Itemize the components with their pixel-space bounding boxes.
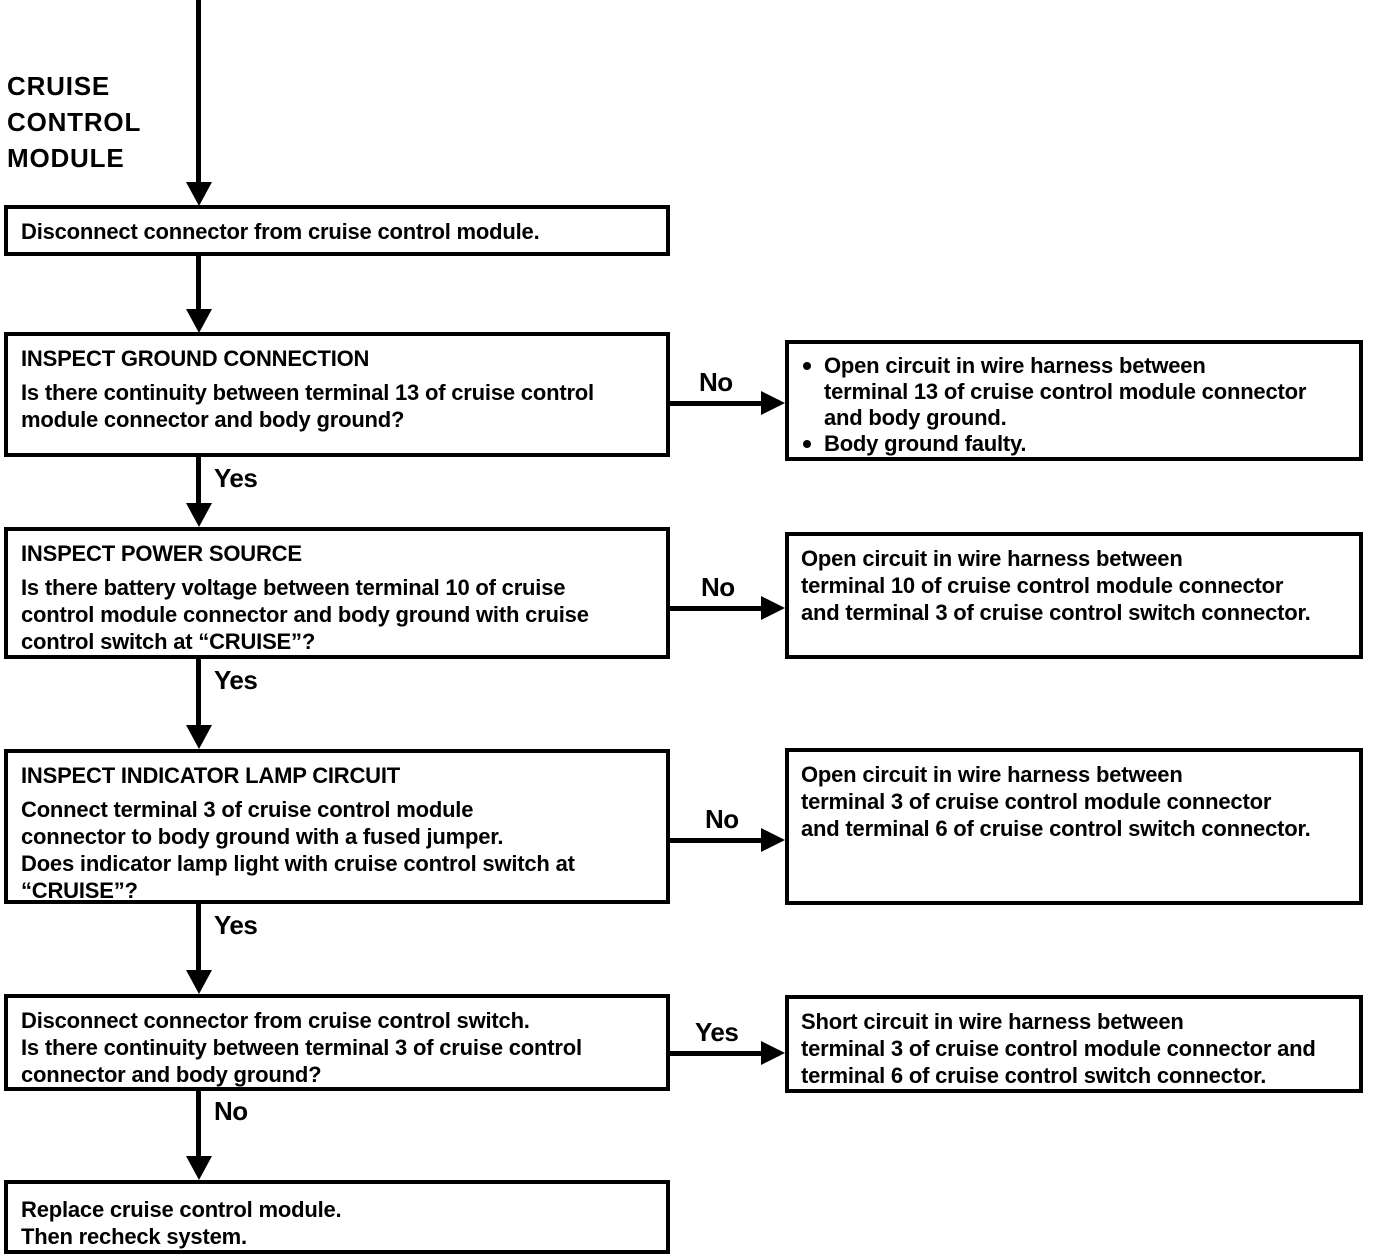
- step-text-line: connector and body ground?: [21, 1062, 322, 1087]
- step-title: INSPECT POWER SOURCE: [21, 541, 302, 566]
- bullet-icon: [803, 440, 811, 448]
- step-box-disconnect-module: Disconnect connector from cruise control…: [4, 205, 670, 256]
- result-text-line: terminal 3 of cruise control module conn…: [801, 789, 1272, 814]
- flow-line-vertical: [196, 904, 201, 971]
- yes-label: Yes: [214, 665, 258, 695]
- branch-line: [670, 606, 765, 611]
- result-bullet: Body ground faulty.: [801, 431, 1347, 457]
- step-text-line: “CRUISE”?: [21, 878, 138, 903]
- step-text-line: Disconnect connector from cruise control…: [21, 1008, 530, 1033]
- step-box-replace-module: Replace cruise control module. Then rech…: [4, 1180, 670, 1254]
- result-text-line: and terminal 6 of cruise control switch …: [801, 816, 1311, 841]
- flow-line-vertical: [196, 457, 201, 504]
- right-arrow-icon: [761, 1041, 785, 1065]
- diagram-title: CRUISE CONTROL MODULE: [7, 68, 141, 176]
- result-box-indicator-lamp: Open circuit in wire harness between ter…: [785, 748, 1363, 905]
- right-arrow-icon: [761, 391, 785, 415]
- no-label: No: [701, 572, 735, 602]
- branch-line: [670, 1051, 765, 1056]
- step-text-line: Is there continuity between terminal 3 o…: [21, 1035, 582, 1060]
- result-text-line: Body ground faulty.: [824, 431, 1027, 456]
- step-text-line: Connect terminal 3 of cruise control mod…: [21, 797, 474, 822]
- diagram-title-line: CONTROL: [7, 107, 142, 137]
- yes-label: Yes: [214, 463, 258, 493]
- result-box-ground: Open circuit in wire harness between ter…: [785, 340, 1363, 461]
- step-text-line: Is there continuity between terminal 13 …: [21, 380, 594, 405]
- step-text-line: Is there battery voltage between termina…: [21, 575, 566, 600]
- down-arrow-icon: [186, 1156, 212, 1180]
- flow-line-vertical: [196, 256, 201, 310]
- result-text-line: and body ground.: [824, 405, 1007, 430]
- result-text-line: terminal 3 of cruise control module conn…: [801, 1036, 1316, 1061]
- result-text-line: terminal 13 of cruise control module con…: [824, 379, 1307, 404]
- result-text-line: terminal 10 of cruise control module con…: [801, 573, 1284, 598]
- step-box-disconnect-switch: Disconnect connector from cruise control…: [4, 994, 670, 1091]
- step-text-line: control switch at “CRUISE”?: [21, 629, 316, 654]
- branch-line: [670, 838, 765, 843]
- step-text-line: Then recheck system.: [21, 1224, 247, 1249]
- step-box-inspect-ground: INSPECT GROUND CONNECTION Is there conti…: [4, 332, 670, 457]
- down-arrow-icon: [186, 309, 212, 333]
- diagram-title-line: MODULE: [7, 143, 125, 173]
- step-text-line: control module connector and body ground…: [21, 602, 589, 627]
- down-arrow-icon: [186, 503, 212, 527]
- branch-line: [670, 401, 765, 406]
- step-text-line: Does indicator lamp light with cruise co…: [21, 851, 575, 876]
- result-text-line: terminal 6 of cruise control switch conn…: [801, 1063, 1267, 1088]
- down-arrow-icon: [186, 970, 212, 994]
- step-box-inspect-indicator-lamp: INSPECT INDICATOR LAMP CIRCUIT Connect t…: [4, 749, 670, 904]
- bullet-icon: [803, 362, 811, 370]
- step-text-line: Disconnect connector from cruise control…: [21, 219, 540, 244]
- step-title: INSPECT INDICATOR LAMP CIRCUIT: [21, 763, 401, 788]
- step-title: INSPECT GROUND CONNECTION: [21, 346, 370, 371]
- down-arrow-icon: [186, 182, 212, 206]
- step-box-inspect-power: INSPECT POWER SOURCE Is there battery vo…: [4, 527, 670, 659]
- step-text-line: module connector and body ground?: [21, 407, 405, 432]
- right-arrow-icon: [761, 596, 785, 620]
- no-label: No: [214, 1096, 248, 1126]
- step-text-line: connector to body ground with a fused ju…: [21, 824, 504, 849]
- step-text-line: Replace cruise control module.: [21, 1197, 342, 1222]
- flow-line-vertical: [196, 0, 201, 183]
- yes-label: Yes: [695, 1017, 739, 1047]
- result-text-line: Short circuit in wire harness between: [801, 1009, 1184, 1034]
- result-box-power: Open circuit in wire harness between ter…: [785, 532, 1363, 659]
- result-text-line: Open circuit in wire harness between: [801, 546, 1183, 571]
- result-bullet: Open circuit in wire harness between ter…: [801, 353, 1347, 431]
- result-text-line: Open circuit in wire harness between: [801, 762, 1183, 787]
- flow-line-vertical: [196, 1091, 201, 1157]
- no-label: No: [705, 804, 739, 834]
- result-text-line: Open circuit in wire harness between: [824, 353, 1206, 378]
- result-text-line: and terminal 3 of cruise control switch …: [801, 600, 1311, 625]
- no-label: No: [699, 367, 733, 397]
- flow-line-vertical: [196, 659, 201, 726]
- down-arrow-icon: [186, 725, 212, 749]
- yes-label: Yes: [214, 910, 258, 940]
- diagram-title-line: CRUISE: [7, 71, 111, 101]
- result-box-short-circuit: Short circuit in wire harness between te…: [785, 995, 1363, 1093]
- right-arrow-icon: [761, 828, 785, 852]
